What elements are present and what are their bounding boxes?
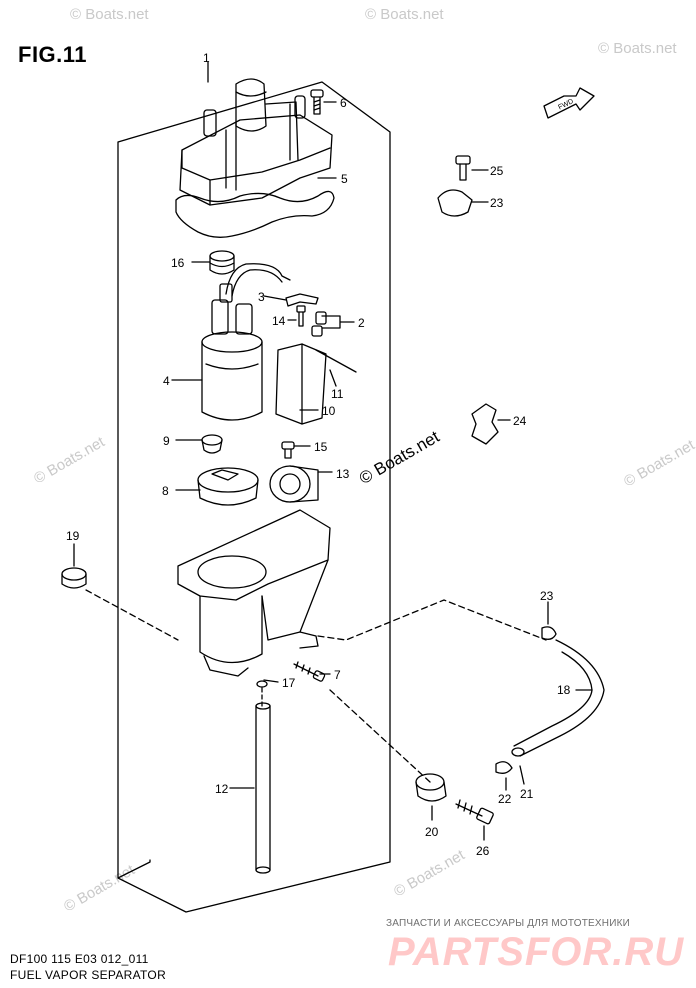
brand-tagline: ЗАПЧАСТИ И АКСЕССУАРЫ ДЛЯ МОТОТЕХНИКИ	[386, 918, 631, 929]
fwd-arrow-icon	[543, 87, 595, 119]
callout-11: 11	[331, 387, 344, 401]
footer-name: FUEL VAPOR SEPARATOR	[10, 968, 167, 982]
callout-7: 7	[334, 668, 341, 682]
callout-16: 16	[171, 256, 185, 270]
callout-22: 22	[498, 792, 512, 806]
footer-code: DF100 115 E03 012_011	[10, 952, 149, 966]
screw-14	[296, 305, 306, 327]
callout-10: 10	[322, 404, 336, 418]
screw-15	[281, 441, 295, 459]
clamp-22	[495, 761, 513, 774]
watermark: © Boats.net	[598, 40, 677, 57]
callout-3: 3	[258, 290, 265, 304]
callout-24: 24	[513, 414, 527, 428]
cover-10	[275, 343, 327, 425]
callout-6: 6	[340, 96, 347, 110]
fuel-pump	[201, 283, 263, 421]
bracket-24	[471, 403, 499, 445]
callout-19: 19	[66, 529, 80, 543]
assembly-frame	[117, 81, 391, 913]
callout-12: 12	[215, 782, 229, 796]
hose-18	[511, 639, 605, 757]
regulator-13	[269, 465, 319, 503]
callout-1: 1	[203, 51, 210, 65]
separator-body	[177, 509, 331, 677]
connector-2b	[311, 325, 323, 337]
grommet-19	[61, 567, 87, 589]
brand-logo: PARTSFOR.RU	[388, 930, 685, 974]
callout-25: 25	[490, 164, 504, 178]
callout-15: 15	[314, 440, 328, 454]
callout-17: 17	[282, 676, 296, 690]
grommet-20	[415, 773, 447, 802]
screw-6	[310, 89, 324, 115]
callout-14: 14	[272, 314, 286, 328]
bolt-26	[455, 799, 494, 825]
top-cover	[179, 78, 333, 206]
callout-8: 8	[162, 484, 169, 498]
callout-18: 18	[557, 683, 571, 697]
callout-21: 21	[520, 787, 534, 801]
holder-8	[197, 467, 259, 506]
wire-11	[315, 349, 357, 373]
hose-12	[255, 702, 271, 874]
callout-20: 20	[425, 825, 439, 839]
grommet-16	[209, 250, 235, 275]
callout-13: 13	[336, 467, 350, 481]
clamp-23-upper	[437, 189, 473, 217]
clamp-23-lower	[541, 626, 557, 640]
screw-7	[293, 661, 326, 682]
oring-17	[256, 680, 268, 688]
gasket	[175, 190, 335, 238]
callout-23-upper: 23	[490, 196, 504, 210]
figure-title: FIG.11	[18, 42, 88, 67]
clip-3	[285, 293, 319, 307]
callout-5: 5	[341, 172, 348, 186]
harness	[225, 263, 291, 295]
callout-23-lower: 23	[540, 589, 554, 603]
callout-2: 2	[358, 316, 365, 330]
connector-2a	[315, 311, 327, 325]
screw-25	[455, 155, 471, 181]
callout-26: 26	[476, 844, 490, 858]
callout-4: 4	[163, 374, 170, 388]
callout-9: 9	[163, 434, 170, 448]
watermark: © Boats.net	[365, 6, 444, 23]
watermark: © Boats.net	[70, 6, 149, 23]
nut-9	[201, 434, 223, 454]
